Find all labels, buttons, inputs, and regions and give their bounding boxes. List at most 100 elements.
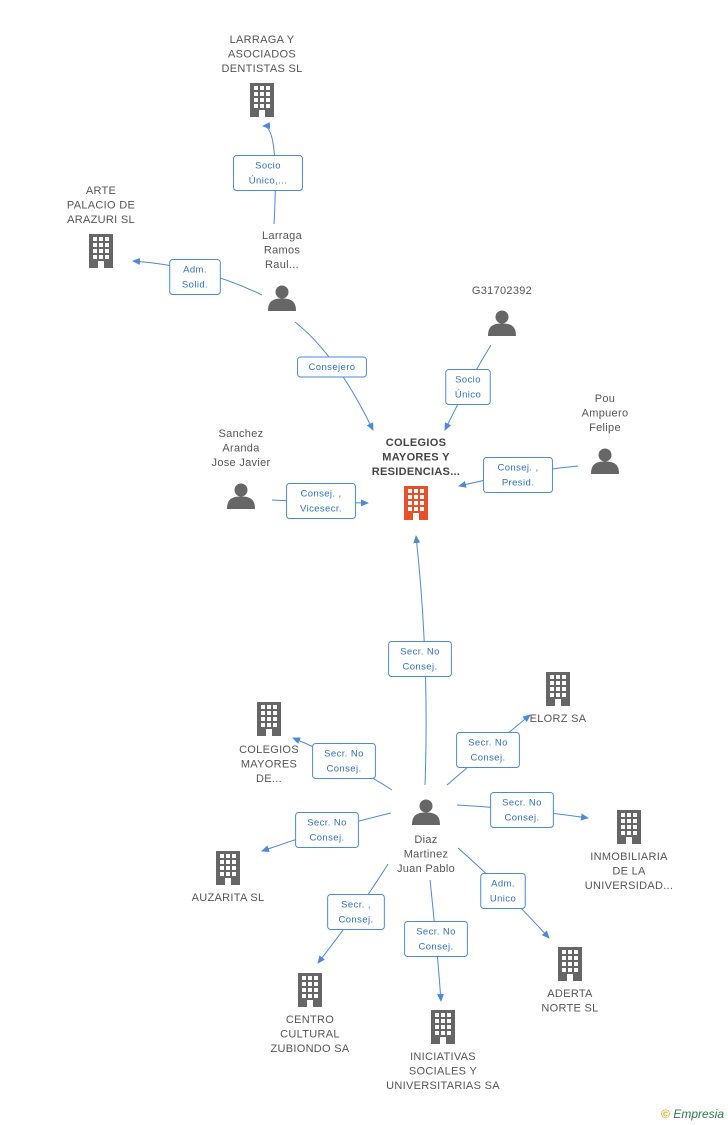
- node-label: SOCIALES Y: [409, 1066, 478, 1078]
- relation-label-text: Consej.: [418, 942, 453, 953]
- edge-e5: Consej. ,Presid.: [458, 457, 579, 493]
- building-icon: [216, 851, 240, 885]
- relation-label-box[interactable]: Consejero: [297, 356, 367, 378]
- building-icon: [546, 672, 570, 706]
- building-icon: [89, 234, 113, 268]
- node-label: ASOCIADOS: [228, 49, 296, 61]
- node-label: INMOBILIARIA: [590, 851, 668, 863]
- relation-label-box[interactable]: Consej. ,Vicesecr.: [286, 483, 356, 519]
- node-label: NORTE SL: [541, 1003, 598, 1015]
- relation-label-text: Consej.: [504, 813, 539, 824]
- relation-label-frame: [295, 812, 359, 848]
- building-icon: [257, 702, 281, 736]
- edge-e12: Adm.Unico: [457, 847, 550, 939]
- relation-label-box[interactable]: Secr. ,Consej.: [327, 894, 385, 930]
- person-icon: [488, 310, 516, 336]
- node-colegios2[interactable]: COLEGIOSMAYORESDE...: [239, 702, 299, 785]
- node-label: ELORZ SA: [530, 713, 587, 725]
- relation-label-text: Único,...: [249, 176, 287, 187]
- node-label: ADERTA: [547, 988, 593, 1000]
- node-label: Pou: [595, 393, 615, 405]
- relation-label-text: Adm.: [183, 265, 207, 276]
- relation-label-frame: [327, 894, 385, 930]
- relation-label-frame: [233, 155, 303, 191]
- node-aderta[interactable]: ADERTA NORTE SL: [541, 947, 598, 1015]
- node-label: CENTRO: [286, 1014, 334, 1026]
- relation-label-text: Secr. No: [468, 738, 508, 749]
- relation-label-text: Secr. No: [416, 927, 456, 938]
- node-label: DE...: [256, 773, 282, 785]
- relation-label-box[interactable]: Secr. No Consej.: [404, 921, 468, 957]
- relation-label-text: Presid.: [502, 478, 534, 489]
- person-icon: [227, 483, 255, 509]
- relation-label-frame: [490, 792, 554, 828]
- person-icon: [268, 285, 296, 311]
- relation-label-box[interactable]: Secr. No Consej.: [388, 641, 452, 677]
- node-label: ARTE: [86, 185, 116, 197]
- node-label: PALACIO DE: [67, 200, 135, 212]
- node-g317[interactable]: G31702392: [472, 285, 532, 336]
- building-icon: [617, 810, 641, 844]
- relation-label-box[interactable]: Adm. Solid.: [169, 259, 221, 295]
- building-icon: [404, 486, 428, 520]
- node-label: MAYORES Y: [382, 452, 450, 464]
- node-label: Ampuero: [582, 408, 629, 420]
- relation-label-frame: [456, 732, 520, 768]
- node-label: Jose Javier: [212, 457, 271, 469]
- node-label: UNIVERSITARIAS SA: [386, 1080, 500, 1092]
- node-label: COLEGIOS: [386, 437, 446, 449]
- watermark: © Empresia: [661, 1107, 724, 1121]
- node-label: Martinez: [404, 849, 449, 861]
- relation-label-box[interactable]: Secr. No Consej.: [490, 792, 554, 828]
- node-label: LARRAGA Y: [230, 34, 295, 46]
- relation-label-frame: [445, 369, 491, 405]
- node-label: DENTISTAS SL: [221, 63, 302, 75]
- node-larraga_asoc[interactable]: LARRAGA Y ASOCIADOS DENTISTAS SL: [221, 34, 302, 117]
- relation-label-text: Solid.: [182, 280, 208, 291]
- relation-label-box[interactable]: SocioÚnico,...: [233, 155, 303, 191]
- node-label: Ramos: [264, 245, 301, 257]
- relation-label-text: Consej.: [326, 764, 361, 775]
- node-label: INICIATIVAS: [410, 1051, 476, 1063]
- node-larraga_raul[interactable]: LarragaRamosRaul...: [262, 230, 303, 311]
- relation-label-text: Socio: [455, 375, 481, 386]
- relation-label-frame: [297, 356, 367, 378]
- edge-e10: Secr. No Consej.: [456, 792, 589, 828]
- node-iniciativas[interactable]: INICIATIVAS SOCIALES Y UNIVERSITARIAS SA: [386, 1010, 500, 1092]
- relation-label-text: Consej. ,: [300, 489, 341, 500]
- relation-label-text: Consej.: [309, 833, 344, 844]
- relation-label-text: Secr. ,: [341, 900, 371, 911]
- node-auzarita[interactable]: AUZARITA SL: [192, 851, 265, 904]
- relation-label-text: Secr. No: [400, 647, 440, 658]
- node-label: Raul...: [265, 259, 299, 271]
- node-label: Larraga: [262, 230, 303, 242]
- relation-label-frame: [480, 873, 526, 909]
- relation-label-text: Secr. No: [502, 798, 542, 809]
- node-label: Juan Pablo: [397, 863, 455, 875]
- node-label: Diaz: [414, 834, 437, 846]
- edge-e13: Secr. ,Consej.: [317, 863, 389, 964]
- node-label: Aranda: [222, 443, 260, 455]
- node-elorz[interactable]: ELORZ SA: [530, 672, 587, 725]
- relation-label-box[interactable]: Adm.Unico: [480, 873, 526, 909]
- relation-label-box[interactable]: Consej. ,Presid.: [483, 457, 553, 493]
- node-label: COLEGIOS: [239, 744, 299, 756]
- copyright-symbol: ©: [661, 1107, 670, 1121]
- relation-label-frame: [169, 259, 221, 295]
- node-label: ZUBIONDO SA: [270, 1043, 349, 1055]
- relation-label-text: Consej.: [402, 662, 437, 673]
- building-icon: [558, 947, 582, 981]
